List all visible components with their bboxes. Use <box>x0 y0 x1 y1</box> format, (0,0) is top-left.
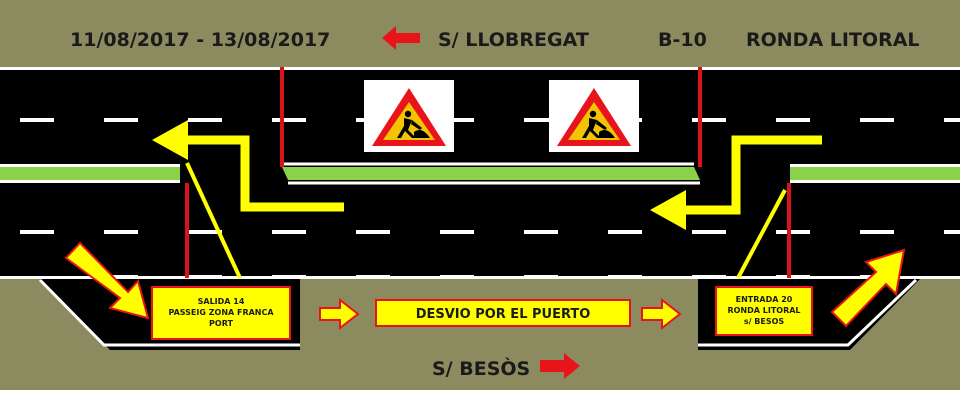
lane-dash <box>860 230 894 234</box>
lane-dash <box>608 230 642 234</box>
direction-top: S/ LLOBREGAT <box>438 29 589 51</box>
lane-dash <box>440 118 474 122</box>
diagonal-arrow-down-right-icon <box>64 241 150 320</box>
median <box>0 162 960 185</box>
lane-dash <box>524 275 558 279</box>
lane-dash <box>104 230 138 234</box>
road-name: RONDA LITORAL <box>746 29 920 51</box>
date-range: 11/08/2017 - 13/08/2017 <box>70 29 330 51</box>
lane-dash <box>860 118 894 122</box>
detour-label: DESVIO POR EL PUERTO <box>416 307 591 322</box>
lane-dash <box>440 275 474 279</box>
red-arrow-left-icon <box>382 26 420 50</box>
lane-dash <box>440 230 474 234</box>
lane-dash <box>944 118 960 122</box>
entry-line-2: RONDA LITORAL <box>727 306 800 315</box>
diagonal-arrow-up-right-icon <box>830 248 906 328</box>
exit-line-2: PASSEIG ZONA FRANCA <box>168 308 274 317</box>
entry-line-3: s/ BESOS <box>744 317 785 326</box>
lane-dash <box>356 275 390 279</box>
lane-dash <box>188 118 222 122</box>
lane-dash <box>188 230 222 234</box>
lane-dash <box>272 275 306 279</box>
lane-dash <box>104 118 138 122</box>
lane-dash <box>356 230 390 234</box>
yellow-arrowheads <box>152 120 686 230</box>
entry-box: ENTRADA 20 RONDA LITORAL s/ BESOS <box>715 286 813 336</box>
road-code: B-10 <box>658 29 707 51</box>
lane-dash <box>776 275 810 279</box>
entry-line-1: ENTRADA 20 <box>736 295 793 304</box>
red-arrow-right-icon <box>540 353 580 379</box>
lane-dash <box>272 230 306 234</box>
lane-dash <box>524 230 558 234</box>
exit-line-3: PORT <box>209 319 233 328</box>
lane-dash <box>608 275 642 279</box>
lane-dash <box>188 275 222 279</box>
lane-dash <box>944 230 960 234</box>
lane-dash <box>272 118 306 122</box>
road-works-sign-icon <box>364 80 454 152</box>
barrier-posts <box>185 67 791 278</box>
lane-dash <box>104 275 138 279</box>
lane-dash <box>20 230 54 234</box>
lane-dash <box>20 118 54 122</box>
small-arrow-right-icon <box>641 297 682 331</box>
direction-bottom: S/ BESÒS <box>432 356 530 380</box>
detour-route-lines <box>184 135 822 279</box>
exit-line-1: SALIDA 14 <box>198 297 245 306</box>
exit-box: SALIDA 14 PASSEIG ZONA FRANCA PORT <box>151 286 291 340</box>
detour-box: DESVIO POR EL PUERTO <box>375 299 631 327</box>
road-works-sign-icon <box>549 80 639 152</box>
lane-dash <box>776 230 810 234</box>
lane-dash <box>776 118 810 122</box>
lane-dash <box>692 275 726 279</box>
lane-dash <box>692 230 726 234</box>
lane-dash <box>692 118 726 122</box>
small-arrow-right-icon <box>319 297 360 331</box>
lane-dash <box>524 118 558 122</box>
